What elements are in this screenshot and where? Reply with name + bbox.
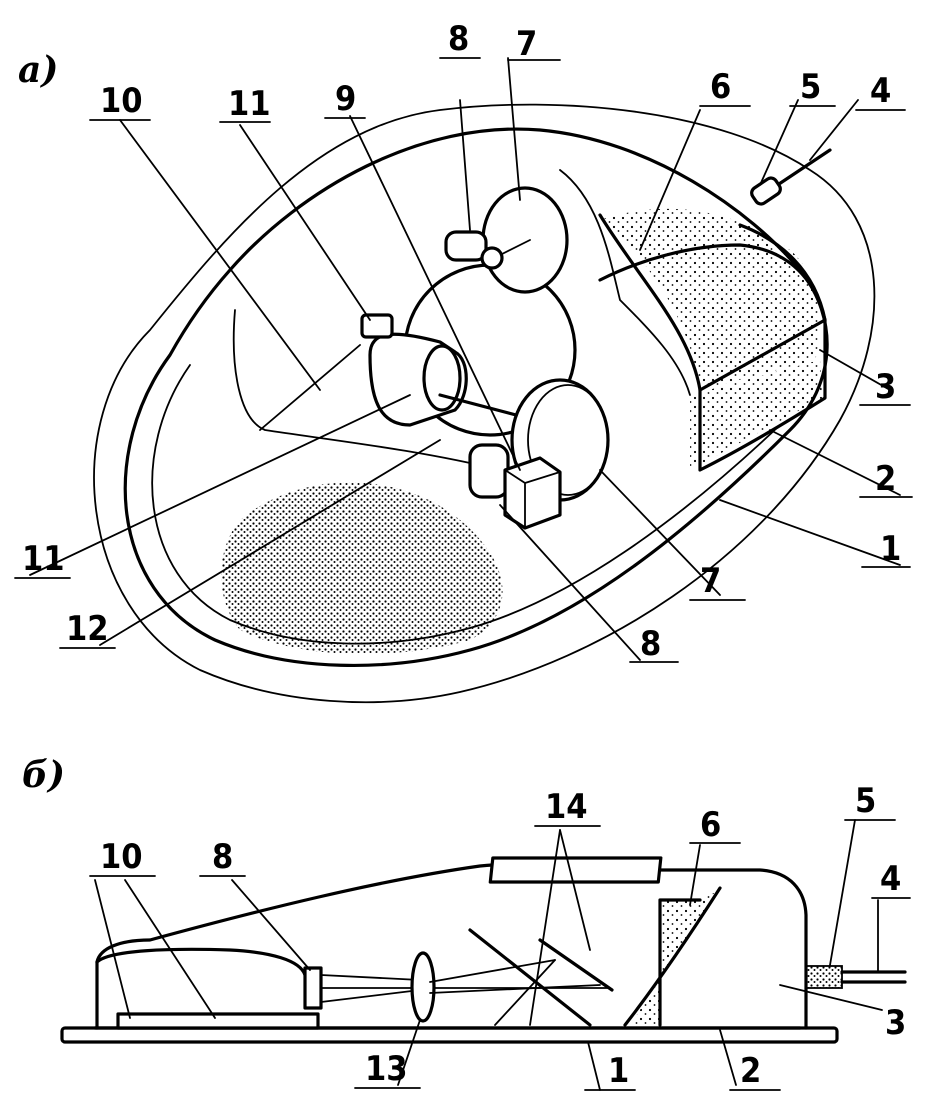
partition-right: [559, 169, 691, 396]
callout-b-10: 10: [100, 837, 143, 877]
callout-a-12: 12: [66, 609, 109, 649]
top-disk-7: [481, 186, 569, 294]
callout-b-1: 1: [608, 1051, 629, 1091]
callout-a-7-top: 7: [516, 24, 537, 64]
callout-a-2: 2: [875, 459, 896, 499]
panel-a-label: а): [18, 49, 58, 91]
front-motor-8: [468, 443, 510, 499]
mirror-14: [538, 938, 614, 992]
panel-b-label: б): [22, 754, 65, 796]
callout-a-6: 6: [710, 67, 731, 107]
sleeve-5: [750, 176, 782, 206]
cover-plate-6-b: [488, 856, 663, 884]
sleeve-5-b-outline: [805, 965, 843, 989]
beam-lower: [320, 989, 421, 1003]
small-motor: [360, 313, 394, 339]
callout-a-4: 4: [870, 71, 891, 111]
plate-10: [116, 1012, 320, 1030]
callout-b-4: 4: [880, 859, 901, 899]
callout-b-8: 8: [212, 837, 233, 877]
callout-a-10: 10: [100, 81, 143, 121]
callout-b-3: 3: [885, 1003, 906, 1043]
beam-to-mirror-2: [429, 984, 601, 994]
cylinder-end: [422, 344, 462, 412]
callout-a-1: 1: [880, 529, 901, 569]
top-motor-8: [444, 230, 488, 262]
cable-4: [768, 148, 832, 192]
callout-b-2: 2: [740, 1051, 761, 1091]
leaders-a: [29, 57, 901, 661]
leaders-b: [94, 819, 883, 1091]
callout-a-3: 3: [875, 367, 896, 407]
sleeve-5-b: [806, 966, 842, 988]
lens-13: [410, 951, 436, 1023]
top-motor-gear: [480, 246, 504, 270]
lens-tube-8: [303, 966, 323, 1010]
front-pod: [95, 947, 307, 977]
base-outline: [93, 103, 876, 704]
callout-b-5: 5: [855, 781, 876, 821]
callout-a-11-top: 11: [228, 84, 271, 124]
sensor-block-top: [504, 469, 561, 529]
callout-b-6: 6: [700, 805, 721, 845]
callout-b-13: 13: [365, 1049, 408, 1089]
callout-b-14: 14: [545, 787, 588, 827]
stipple-side: [690, 360, 822, 470]
callout-a-11-bottom: 11: [22, 539, 65, 579]
callout-a-9: 9: [335, 79, 356, 119]
stipple-front: [221, 482, 503, 654]
divider-10: [259, 344, 361, 431]
housing-block: [598, 213, 827, 472]
sensor-block-9: [503, 456, 562, 530]
beam-to-mirror-1: [429, 959, 556, 983]
callout-a-5: 5: [800, 67, 821, 107]
beam-reflect: [494, 959, 556, 1026]
stipple-rear: [600, 208, 820, 390]
front-disk-rim: [527, 384, 609, 496]
cover-plate-6: [598, 243, 827, 392]
callout-a-8-bottom: 8: [640, 624, 661, 664]
callout-a-8-top: 8: [448, 19, 469, 59]
rear-block-3: [623, 886, 722, 1027]
callout-a-7-bottom: 7: [700, 561, 721, 601]
top-disk-shaft: [499, 239, 531, 256]
beam-upper: [320, 974, 421, 981]
mirror-lower: [468, 928, 592, 1027]
partition-left: [232, 309, 501, 471]
housing-profile: [95, 862, 808, 1030]
